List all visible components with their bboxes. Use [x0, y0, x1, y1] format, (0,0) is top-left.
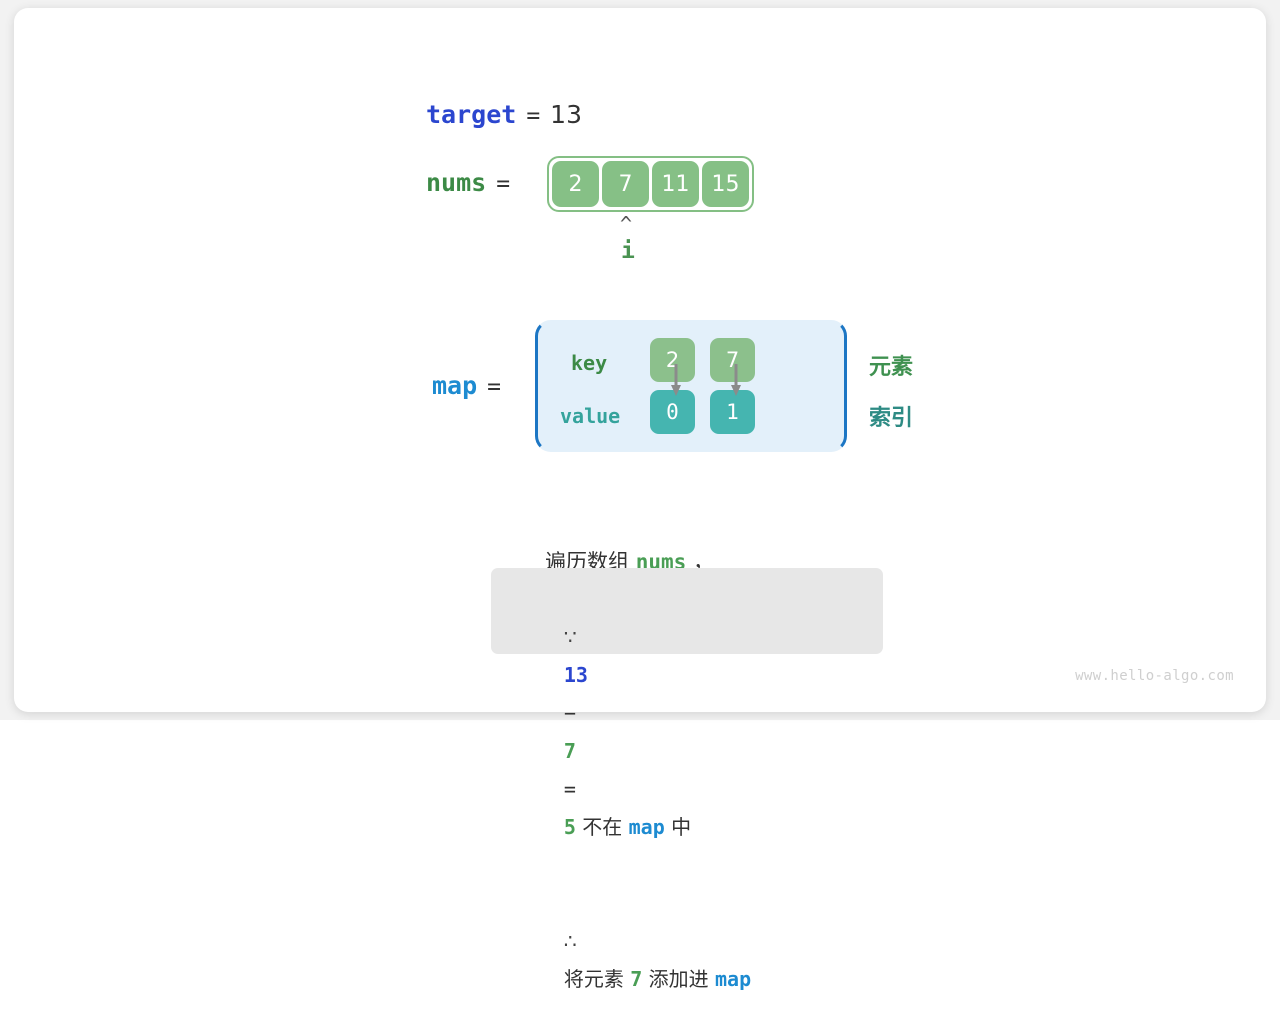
- note-complement-value: 5: [563, 815, 576, 839]
- map-variable-name: map: [432, 371, 478, 400]
- note-box: ∵ 13 − 7 = 5 不在 map 中 ∴ 将元素 7 添加进 map: [491, 568, 883, 991]
- pointer-caret-icon: ^: [620, 212, 633, 236]
- note-line-2: ∴ 将元素 7 添加进 map: [513, 884, 861, 1036]
- note-line2-mid-text: 添加进: [642, 967, 715, 991]
- annotation-value-row-index: 索引: [869, 406, 914, 431]
- nums-assignment: nums =: [426, 168, 510, 197]
- note-therefore-symbol: ∴: [563, 929, 577, 953]
- map-value-cell-0: 0: [650, 390, 695, 434]
- note-equals-sign: =: [563, 777, 576, 801]
- note-current-value: 7: [563, 739, 576, 763]
- note-line2-current-value: 7: [630, 967, 643, 991]
- note-line2-start-text: 将元素: [563, 967, 631, 991]
- map-container: key value 2 0 7: [535, 320, 847, 452]
- watermark: www.hello-algo.com: [1075, 668, 1234, 684]
- note-line2-map-keyword: map: [714, 967, 752, 991]
- map-equals-sign: =: [487, 374, 502, 400]
- map-key-row-label: key: [571, 351, 608, 375]
- target-variable-name: target: [426, 100, 517, 129]
- map-key-cell-1: 7: [710, 338, 755, 382]
- array-cell-0: 2: [552, 161, 599, 207]
- nums-equals-sign: =: [496, 171, 511, 197]
- note-line1-mid-text: 不在: [575, 815, 629, 839]
- target-value: 13: [550, 100, 582, 129]
- pointer-label-i: i: [621, 238, 635, 264]
- annotation-key-row-element: 元素: [869, 355, 914, 380]
- map-inner: key value 2 0 7: [538, 323, 844, 449]
- array-cell-3: 15: [702, 161, 749, 207]
- target-equals-sign: =: [526, 103, 541, 129]
- figure-canvas: target = 13 nums = 2 7 11 15 ^ i map = k…: [0, 0, 1280, 991]
- nums-variable-name: nums: [426, 168, 487, 197]
- map-value-row-label: value: [560, 404, 621, 428]
- note-line1-map-keyword: map: [628, 815, 665, 839]
- note-target-value: 13: [563, 663, 588, 687]
- target-assignment: target = 13: [426, 100, 582, 129]
- figure-card: target = 13 nums = 2 7 11 15 ^ i map = k…: [14, 8, 1266, 991]
- array-cell-2: 11: [652, 161, 699, 207]
- array-cell-1: 7: [602, 161, 649, 207]
- nums-array-container: 2 7 11 15: [547, 156, 754, 212]
- note-line1-end-text: 中: [664, 815, 692, 839]
- note-because-symbol: ∵: [563, 625, 577, 649]
- map-value-cell-1: 1: [710, 390, 755, 434]
- map-assignment: map =: [432, 371, 501, 400]
- note-line-1: ∵ 13 − 7 = 5 不在 map 中: [513, 580, 861, 884]
- note-minus-sign: −: [563, 701, 576, 725]
- map-entry-0: 2 0: [650, 338, 695, 434]
- map-entry-1: 7 1: [710, 338, 755, 434]
